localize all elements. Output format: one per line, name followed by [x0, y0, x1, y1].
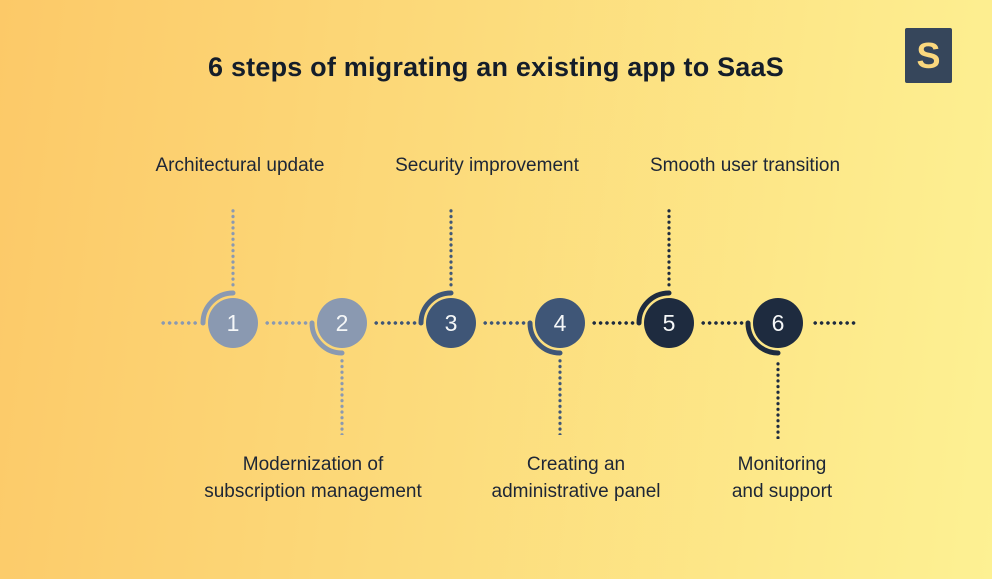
dotted-line-v-4: [558, 358, 562, 435]
step-number-4: 4: [553, 309, 567, 336]
dotted-line-h-start: [160, 321, 197, 325]
step-label-5: Smooth user transition: [649, 155, 841, 176]
brand-logo: S: [905, 28, 952, 83]
step-label-3: Security improvement: [395, 155, 579, 176]
infographic-title: 6 steps of migrating an existing app to …: [208, 52, 784, 82]
dotted-line-h-end: [812, 321, 856, 325]
step-label-6-line-2: and support: [731, 481, 833, 502]
step-label-1: Architectural update: [155, 155, 325, 176]
step-label-4-line-2: administrative panel: [491, 481, 661, 502]
dotted-line-h-2-3: [373, 321, 420, 325]
step-number-1: 1: [226, 309, 240, 336]
arc-connector-3: [418, 290, 454, 326]
dotted-line-v-5: [667, 208, 671, 288]
step-number-5: 5: [662, 309, 676, 336]
dotted-line-v-1: [231, 208, 235, 288]
step-circle-1: 1: [208, 298, 258, 348]
step-label-4-line-1: Creating an: [526, 454, 626, 475]
step-circle-2: 2: [317, 298, 367, 348]
arc-connector-4: [527, 320, 563, 356]
dotted-line-v-3: [449, 208, 453, 288]
step-label-4: Creating an administrative panel: [492, 451, 661, 505]
dotted-line-h-3-4: [482, 321, 529, 325]
dotted-line-v-6: [776, 361, 780, 439]
step-circle-5: 5: [644, 298, 694, 348]
dotted-line-h-4-5: [591, 321, 638, 325]
arc-connector-5: [636, 290, 672, 326]
step-number-6: 6: [771, 309, 785, 336]
step-number-2: 2: [335, 309, 349, 336]
brand-logo-letter: S: [916, 34, 941, 76]
step-circle-6: 6: [753, 298, 803, 348]
dotted-line-h-1-2: [264, 321, 311, 325]
dotted-line-h-5-6: [700, 321, 746, 325]
dotted-line-v-2: [340, 358, 344, 435]
arc-connector-6: [745, 320, 781, 356]
arc-connector-1: [200, 290, 236, 326]
step-label-6-line-1: Monitoring: [737, 454, 827, 475]
step-number-3: 3: [444, 309, 458, 336]
step-circle-4: 4: [535, 298, 585, 348]
step-label-2: Modernization of subscription management: [204, 451, 422, 505]
step-label-2-line-2: subscription management: [204, 481, 422, 502]
step-label-2-line-1: Modernization of: [242, 454, 384, 475]
arc-connector-2: [309, 320, 345, 356]
step-circle-3: 3: [426, 298, 476, 348]
step-label-6: Monitoring and support: [732, 451, 832, 505]
